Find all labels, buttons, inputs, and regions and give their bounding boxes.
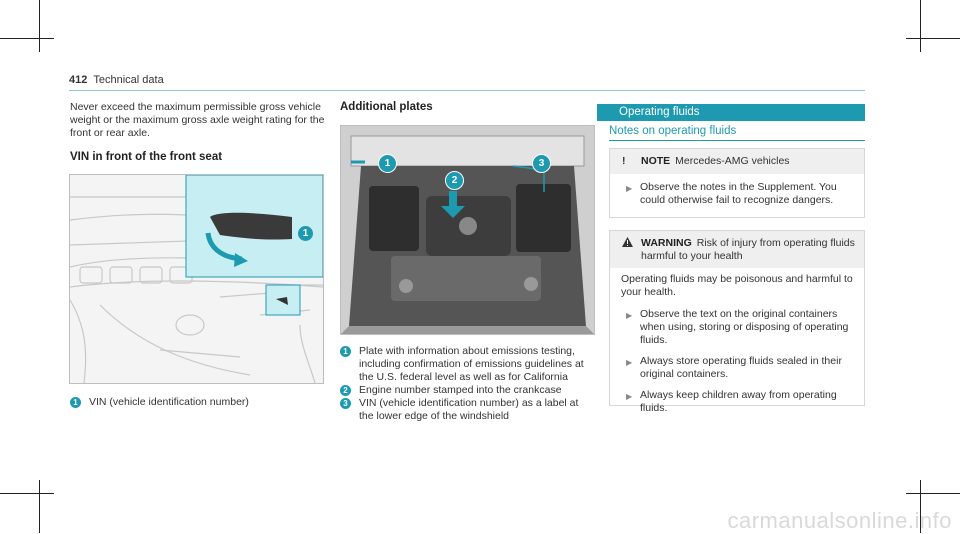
crop-mark <box>920 480 921 533</box>
callout-1: 1 <box>378 154 397 173</box>
callout-1: 1 <box>298 226 313 241</box>
callout-2: 2 <box>445 171 464 190</box>
crop-mark <box>39 0 40 52</box>
crop-mark <box>906 493 960 494</box>
plates-legend: 1 Plate with information about emissions… <box>340 345 592 423</box>
crop-mark <box>0 493 54 494</box>
crop-mark <box>906 38 960 39</box>
header-rule <box>69 90 865 91</box>
crop-mark <box>39 480 40 533</box>
note-box: ! NOTE Mercedes-AMG vehicles ▶ Observe th… <box>609 148 865 218</box>
subsection-rule <box>609 140 865 141</box>
callout-number: 2 <box>340 385 351 396</box>
column-left: Never exceed the maximum permissible gro… <box>70 101 325 164</box>
legend-text: VIN (vehicle identification number) <box>89 396 249 408</box>
intro-text: Never exceed the maximum permissible gro… <box>70 101 325 139</box>
callout-3: 3 <box>532 154 551 173</box>
section-title-bar: Operating fluids <box>597 104 865 121</box>
legend-item: 3 VIN (vehicle identification number) as… <box>340 397 592 423</box>
vin-heading: VIN in front of the front seat <box>70 151 223 163</box>
arrow-icon: ▶ <box>626 184 633 193</box>
warning-bullet: ▶ Observe the text on the original conta… <box>610 308 864 347</box>
legend-item: 1 Plate with information about emissions… <box>340 345 592 384</box>
vin-legend: 1 VIN (vehicle identification number) <box>70 396 325 409</box>
legend-item: 2 Engine number stamped into the crankca… <box>340 384 592 397</box>
crop-mark <box>0 38 54 39</box>
arrow-icon: ▶ <box>626 358 633 367</box>
engine-bay-illustration: 1 2 3 <box>340 125 595 335</box>
warning-text: Risk of injury from operating fluids har… <box>641 237 855 262</box>
callout-number: 1 <box>340 346 351 357</box>
callout-number: 1 <box>70 397 81 408</box>
arrow-icon: ▶ <box>626 392 633 401</box>
crop-mark <box>920 0 921 52</box>
warning-bullet: ▶ Always store operating fluids sealed i… <box>610 355 864 381</box>
additional-plates-heading: Additional plates <box>340 101 433 113</box>
callout-number: 3 <box>340 398 351 409</box>
legend-text: Plate with information about emissions t… <box>359 345 584 383</box>
note-text: Mercedes-AMG vehicles <box>675 155 790 167</box>
legend-text: Engine number stamped into the crankcase <box>359 384 562 396</box>
warning-bullet: ▶ Always keep children away from operat­… <box>610 389 864 415</box>
page-number: 412 <box>69 74 88 86</box>
warning-bullet-text: Always store operating fluids sealed in … <box>640 355 842 380</box>
warning-label: WARNING <box>641 237 692 249</box>
legend-item: 1 VIN (vehicle identification number) <box>70 396 325 409</box>
vin-seat-illustration: 1 <box>69 174 324 384</box>
note-bullet: ▶ Observe the notes in the Supplement. Y… <box>610 181 864 207</box>
warning-bullet-text: Observe the text on the original contain… <box>640 308 849 346</box>
page-header: 412 Technical data <box>69 74 164 86</box>
note-bullet-text: Observe the notes in the Supplement. You… <box>640 181 837 206</box>
note-label: NOTE <box>641 155 671 167</box>
subsection-title: Notes on operating fluids <box>609 125 737 137</box>
section-name: Technical data <box>93 74 164 86</box>
note-header: ! NOTE Mercedes-AMG vehicles <box>610 149 864 174</box>
legend-text: VIN (vehicle identification number) as a… <box>359 397 579 422</box>
warning-body: Operating fluids may be poisonous and ha… <box>621 273 853 298</box>
watermark: carmanualsonline.info <box>727 508 952 533</box>
warning-bullet-text: Always keep children away from operat­in… <box>640 389 837 414</box>
arrow-icon: ▶ <box>626 311 633 320</box>
warning-icon <box>622 237 633 251</box>
note-icon: ! <box>622 155 626 167</box>
